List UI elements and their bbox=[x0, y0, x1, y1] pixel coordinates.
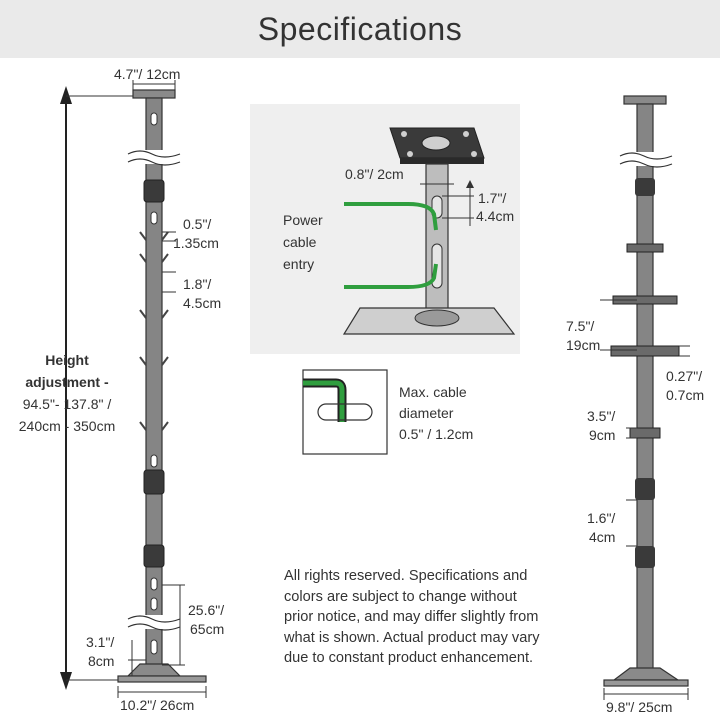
left-base-width-label: 10.2"/ 26cm bbox=[120, 697, 195, 713]
left-base bbox=[126, 663, 182, 677]
lower-section-in: 25.6"/ bbox=[188, 602, 225, 618]
slot-spacing-cm: 4.5cm bbox=[183, 295, 222, 311]
tube-width-label: 0.8"/ 2cm bbox=[345, 166, 404, 182]
title-banner: Specifications bbox=[0, 0, 720, 58]
clip-cm: 4cm bbox=[589, 529, 616, 545]
left-top-width-label: 4.7"/ 12cm bbox=[114, 66, 181, 82]
power-label-1: Power bbox=[283, 212, 323, 228]
hole-height-in: 1.7"/ bbox=[478, 190, 507, 206]
cable-label-1: Max. cable bbox=[399, 384, 467, 400]
right-base-width-label: 9.8"/ 25cm bbox=[606, 699, 673, 715]
right-base bbox=[612, 667, 680, 681]
disclaimer-text: All rights reserved. Specifications and … bbox=[284, 568, 540, 666]
cable-label-3: 0.5" / 1.2cm bbox=[399, 426, 474, 442]
slot-width-cm: 1.35cm bbox=[173, 235, 219, 251]
bracket-cm: 9cm bbox=[589, 427, 616, 443]
slot-spacing-in: 1.8"/ bbox=[183, 276, 212, 292]
shelf-thickness-in: 0.27"/ bbox=[666, 368, 703, 384]
shelf-spacing-cm: 19cm bbox=[566, 337, 601, 353]
height-range-in: 94.5"- 137.8" / bbox=[22, 396, 112, 412]
hole-height-cm: 4.4cm bbox=[476, 208, 515, 224]
height-title-2: adjustment - bbox=[25, 374, 109, 390]
clip-in: 1.6"/ bbox=[587, 510, 616, 526]
power-label-3: entry bbox=[283, 256, 315, 272]
bracket-in: 3.5"/ bbox=[587, 408, 616, 424]
lower-section-cm: 65cm bbox=[190, 621, 225, 637]
right-pole bbox=[600, 95, 690, 700]
cable-diameter-inset bbox=[302, 369, 388, 455]
slot-width-in: 0.5"/ bbox=[183, 216, 212, 232]
height-range-cm: 240cm - 350cm bbox=[18, 418, 116, 434]
power-label-2: cable bbox=[283, 234, 317, 250]
base-height-cm: 8cm bbox=[88, 653, 115, 669]
base-height-in: 3.1"/ bbox=[86, 634, 115, 650]
shelf-thickness-cm: 0.7cm bbox=[666, 387, 705, 403]
shelf-spacing-in: 7.5"/ bbox=[566, 318, 595, 334]
page-title: Specifications bbox=[257, 10, 463, 47]
left-pole bbox=[60, 80, 207, 698]
cable-label-2: diameter bbox=[399, 405, 454, 421]
cable-entry-detail bbox=[250, 104, 520, 354]
left-top-cap bbox=[132, 89, 176, 99]
height-title-1: Height bbox=[45, 352, 89, 368]
